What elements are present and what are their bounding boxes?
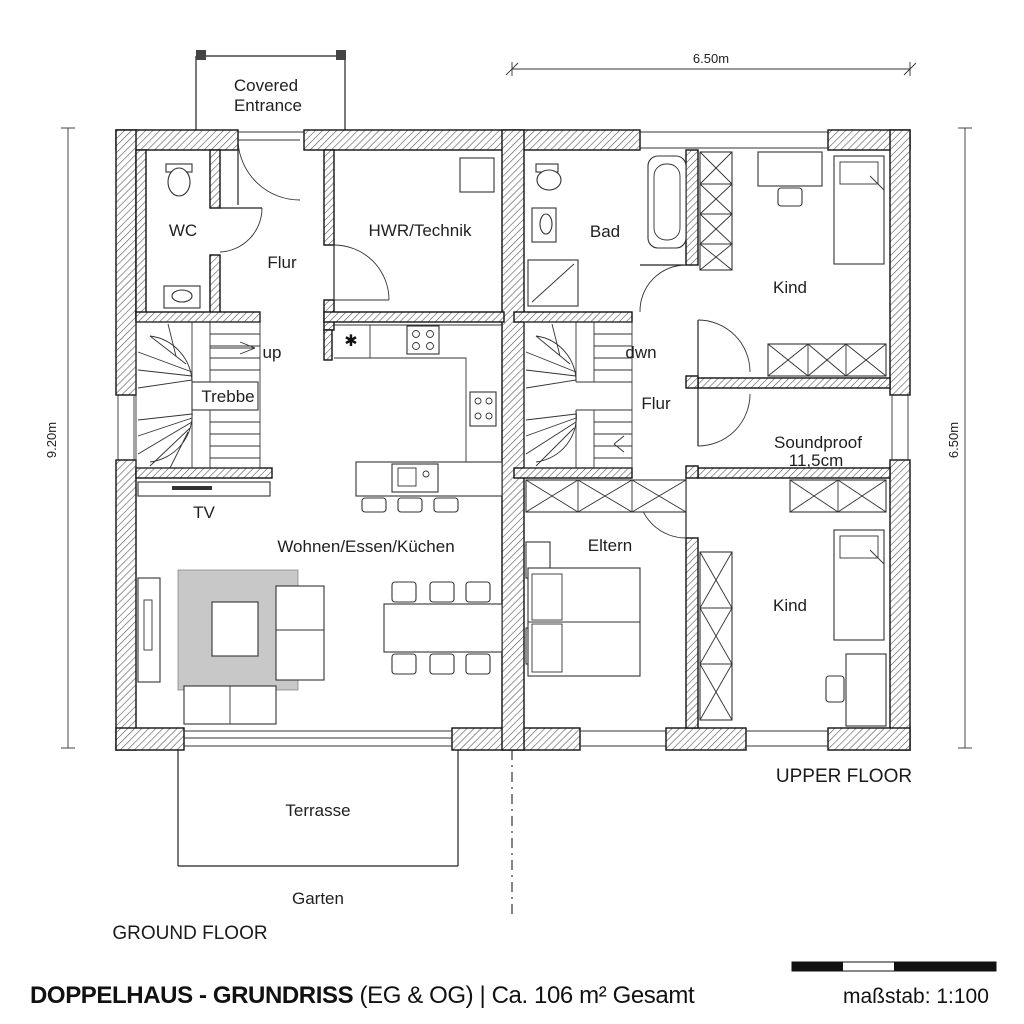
room-label-wc: WC [169, 221, 197, 240]
covered-entrance [195, 50, 346, 130]
doors-ground [219, 139, 390, 322]
hwr-unit [459, 157, 495, 193]
plan-title-rest: (EG & OG) | Ca. 106 m² Gesamt [353, 982, 695, 1009]
dimension-right: 6.50m [946, 127, 972, 749]
room-label-wohnen: Wohnen/Essen/Küchen [277, 537, 454, 556]
scale-bar [791, 961, 997, 972]
scale-label: maßstab: 1:100 [843, 985, 989, 1008]
dimension-left: 9.20m [44, 127, 75, 749]
room-label-soundproof-2: 11,5cm [789, 451, 844, 470]
stair-label-dwn: dwn [625, 343, 656, 362]
kind-1-furniture [699, 151, 887, 377]
stairs-ground [135, 321, 261, 469]
room-label-kind-2: Kind [773, 596, 807, 615]
room-label-eltern: Eltern [588, 536, 632, 555]
snowflake-icon: ✱ [344, 331, 357, 350]
dimension-right-label: 6.50m [946, 422, 961, 458]
kitchen: ✱ [334, 324, 503, 513]
dimension-top: 6.50m [505, 51, 917, 76]
bad-fixtures [527, 155, 687, 313]
garten-label: Garten [292, 889, 344, 908]
room-label-flur-upper: Flur [641, 394, 671, 413]
upper-floor-label: UPPER FLOOR [776, 766, 912, 787]
stair-label-up: up [263, 343, 282, 362]
kind-2-furniture [699, 479, 887, 727]
room-label-kind-1: Kind [773, 278, 807, 297]
covered-entrance-label-2: Entrance [234, 96, 302, 115]
plan-title: DOPPELHAUS - GRUNDRISS (EG & OG) | Ca. 1… [30, 982, 695, 1010]
room-label-soundproof-1: Soundproof [774, 433, 862, 452]
covered-entrance-label-1: Covered [234, 76, 298, 95]
stair-label-trebbe: Trebbe [201, 387, 254, 406]
stairs-upper [523, 321, 633, 469]
living-area [137, 481, 503, 725]
walls [115, 129, 911, 751]
room-label-bad: Bad [590, 222, 620, 241]
dimension-left-label: 9.20m [44, 422, 59, 458]
ground-floor-label: GROUND FLOOR [112, 923, 267, 944]
wc-fixtures [163, 163, 201, 309]
room-label-flur-ground: Flur [267, 253, 297, 272]
eltern-furniture [525, 479, 687, 677]
terrasse-label: Terrasse [285, 801, 350, 820]
terrasse [177, 750, 513, 918]
room-label-hwr: HWR/Technik [369, 221, 472, 240]
dimension-top-label: 6.50m [693, 51, 729, 66]
tv-label: TV [193, 503, 215, 522]
plan-title-bold: DOPPELHAUS - GRUNDRISS [30, 982, 354, 1009]
